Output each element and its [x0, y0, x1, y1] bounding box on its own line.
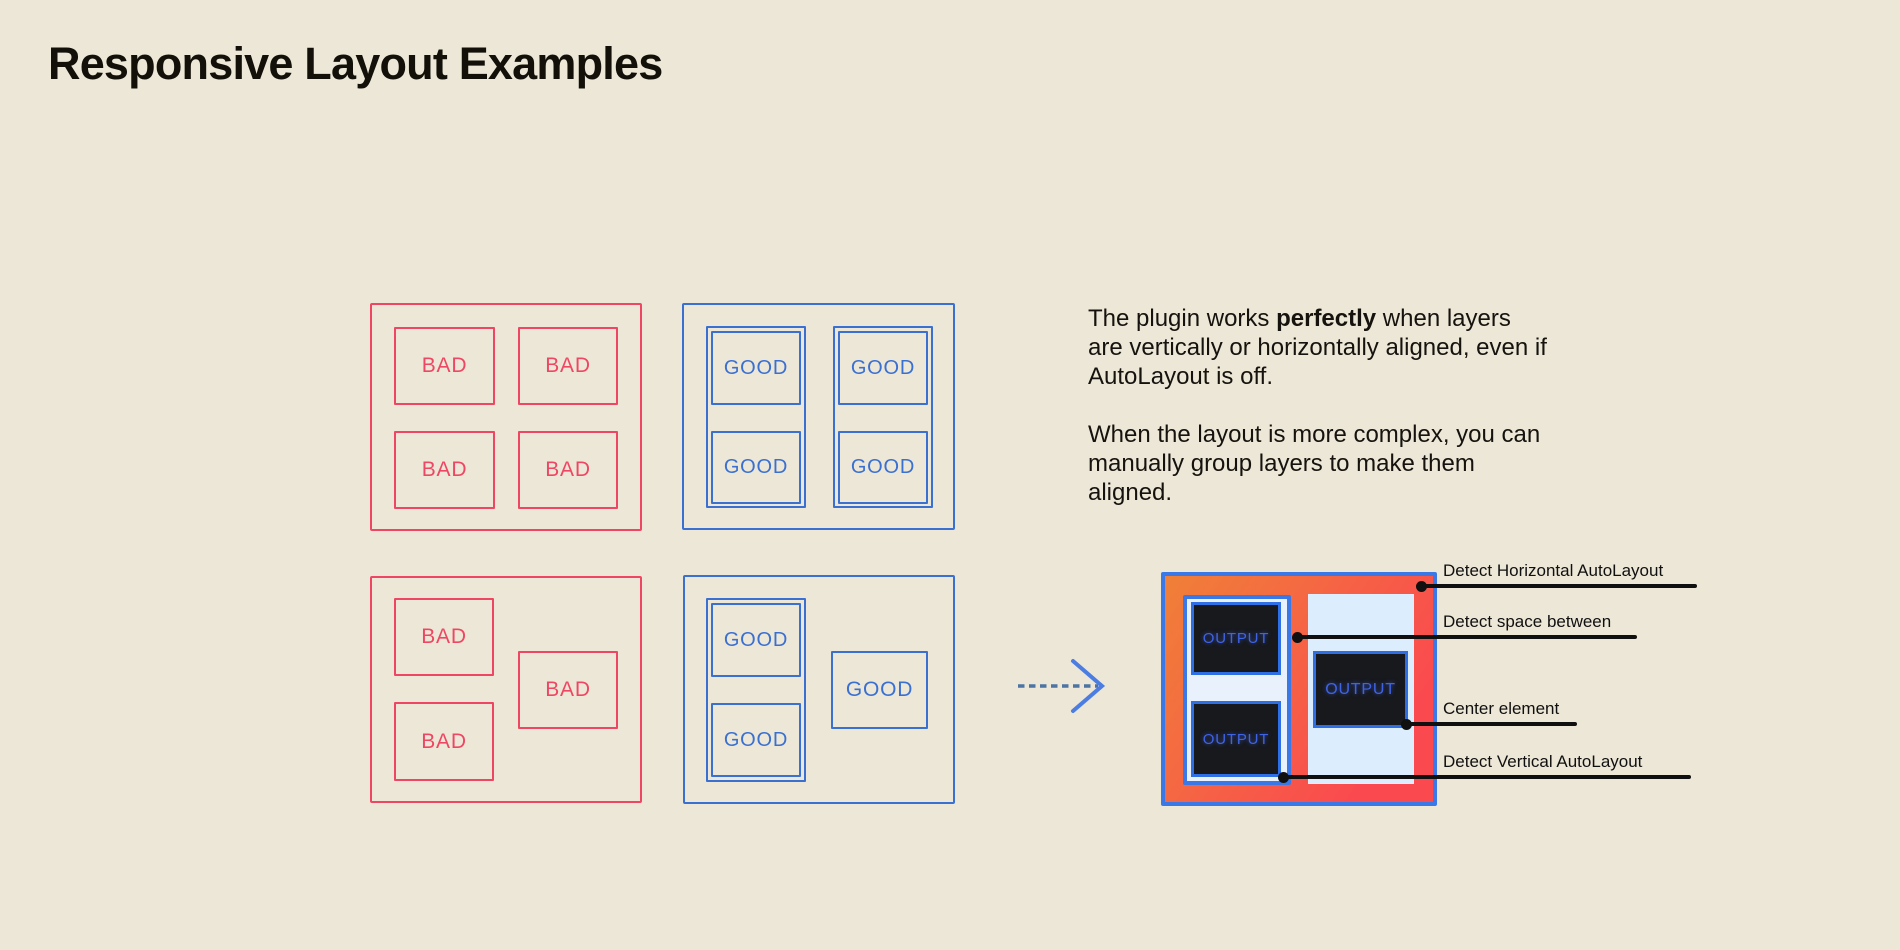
good-box: GOOD [838, 431, 928, 504]
annotation-line [1421, 584, 1697, 588]
good-box: GOOD [711, 703, 801, 777]
flow-arrow-icon [1018, 659, 1106, 713]
bad-box: BAD [518, 431, 618, 509]
description-paragraph-1: The plugin works perfectly when layers a… [1088, 304, 1550, 391]
annotation-line [1297, 635, 1637, 639]
good-group-column: GOOD GOOD [706, 598, 806, 782]
page-title: Responsive Layout Examples [48, 38, 663, 89]
annotation-line [1406, 722, 1577, 726]
annotation-label-vertical-autolayout: Detect Vertical AutoLayout [1443, 752, 1643, 771]
bad-box: BAD [394, 431, 495, 509]
output-result-frame: OUTPUT OUTPUT OUTPUT [1161, 572, 1437, 806]
description-paragraph-2: When the layout is more complex, you can… [1088, 421, 1541, 506]
bad-box: BAD [394, 598, 494, 676]
output-box: OUTPUT [1191, 602, 1281, 675]
good-example-grid: GOOD GOOD GOOD GOOD [682, 303, 955, 530]
bad-example-complex: BAD BAD BAD [370, 576, 642, 803]
good-box: GOOD [711, 331, 801, 405]
good-group-column: GOOD GOOD [833, 326, 933, 508]
good-example-complex: GOOD GOOD GOOD [683, 575, 955, 804]
description-text-run: when layers are vertically or horizontal… [1088, 305, 1547, 390]
output-box-center: OUTPUT [1313, 651, 1408, 728]
good-box: GOOD [831, 651, 928, 729]
bad-box: BAD [394, 327, 495, 405]
description-text-run: The plugin works [1088, 305, 1277, 332]
output-vertical-group: OUTPUT OUTPUT [1183, 595, 1291, 785]
annotation-label-center-element: Center element [1443, 699, 1560, 718]
description-text: The plugin works perfectly when layers a… [1088, 304, 1550, 507]
output-light-panel: OUTPUT [1308, 594, 1414, 784]
annotation-line [1283, 775, 1691, 779]
good-box: GOOD [838, 331, 928, 405]
description-bold-run: perfectly [1276, 305, 1377, 332]
bad-example-grid: BAD BAD BAD BAD [370, 303, 642, 531]
bad-box: BAD [518, 651, 618, 729]
good-box: GOOD [711, 431, 801, 504]
annotation-label-space-between: Detect space between [1443, 612, 1612, 631]
good-box: GOOD [711, 603, 801, 677]
bad-box: BAD [394, 702, 494, 781]
good-group-column: GOOD GOOD [706, 326, 806, 508]
output-box: OUTPUT [1191, 701, 1281, 777]
annotation-label-horizontal-autolayout: Detect Horizontal AutoLayout [1443, 561, 1664, 580]
bad-box: BAD [518, 327, 618, 405]
